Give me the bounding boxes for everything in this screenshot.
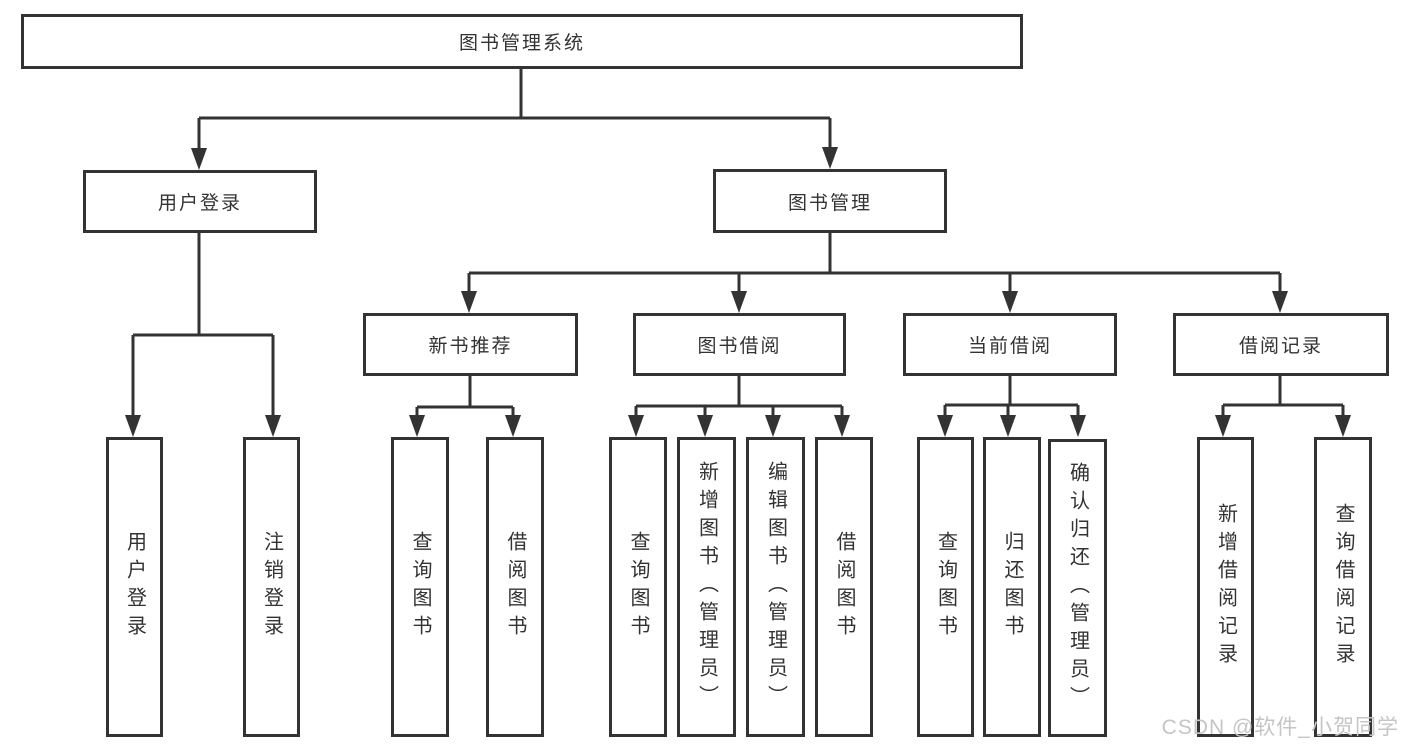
- node-root: 图书管理系统: [21, 14, 1023, 69]
- leaf-user-login: 用户登录: [106, 437, 163, 737]
- leaf-borrow-books-borrowing: 借阅图书: [815, 437, 873, 737]
- node-user-login-label: 用户登录: [157, 193, 242, 214]
- arrowheads: [125, 147, 1351, 437]
- leaf-add-borrow-record: 新增借阅记录: [1197, 437, 1254, 737]
- leaf-borrow-books-borrowing-label: 借阅图书: [833, 531, 855, 643]
- leaf-query-books-current: 查询图书: [917, 437, 974, 737]
- leaf-query-books-recommend: 查询图书: [391, 437, 449, 737]
- leaf-edit-books-admin: 编辑图书（管理员）: [746, 437, 805, 737]
- leaf-add-borrow-record-label: 新增借阅记录: [1214, 503, 1237, 671]
- node-user-login: 用户登录: [83, 170, 317, 233]
- leaf-confirm-return-admin-label: 确认归还（管理员）: [1066, 462, 1089, 714]
- leaf-add-books-admin: 新增图书（管理员）: [677, 437, 736, 737]
- node-current-borrowing-label: 当前借阅: [967, 336, 1052, 357]
- node-current-borrowing: 当前借阅: [903, 313, 1117, 376]
- node-book-management-label: 图书管理: [787, 192, 872, 214]
- leaf-confirm-return-admin: 确认归还（管理员）: [1048, 439, 1107, 737]
- leaf-return-books: 归还图书: [983, 437, 1041, 737]
- leaf-borrow-books-recommend: 借阅图书: [486, 437, 544, 737]
- leaf-borrow-books-recommend-label: 借阅图书: [504, 531, 526, 643]
- leaf-logout-label: 注销登录: [260, 531, 283, 643]
- leaf-query-books-borrowing: 查询图书: [609, 437, 667, 737]
- leaf-add-books-admin-label: 新增图书（管理员）: [695, 461, 718, 713]
- leaf-edit-books-admin-label: 编辑图书（管理员）: [764, 461, 787, 713]
- node-new-book-recommend-label: 新书推荐: [428, 336, 513, 357]
- leaf-user-login-label: 用户登录: [123, 531, 146, 643]
- csdn-watermark: CSDN @软件_小贺同学: [1161, 716, 1399, 739]
- node-book-management: 图书管理: [713, 169, 947, 233]
- node-borrowing-records-label: 借阅记录: [1238, 336, 1323, 357]
- node-book-borrowing: 图书借阅: [633, 313, 846, 376]
- leaf-return-books-label: 归还图书: [1001, 531, 1023, 643]
- node-book-borrowing-label: 图书借阅: [697, 336, 782, 357]
- leaf-query-borrow-record: 查询借阅记录: [1314, 437, 1372, 737]
- leaf-query-books-recommend-label: 查询图书: [409, 531, 431, 643]
- leaf-query-books-current-label: 查询图书: [934, 531, 957, 643]
- node-root-label: 图书管理系统: [458, 33, 585, 54]
- node-new-book-recommend: 新书推荐: [363, 313, 578, 376]
- leaf-logout: 注销登录: [243, 437, 300, 737]
- leaf-query-books-borrowing-label: 查询图书: [627, 531, 649, 643]
- node-borrowing-records: 借阅记录: [1173, 313, 1389, 376]
- leaf-query-borrow-record-label: 查询借阅记录: [1332, 503, 1354, 671]
